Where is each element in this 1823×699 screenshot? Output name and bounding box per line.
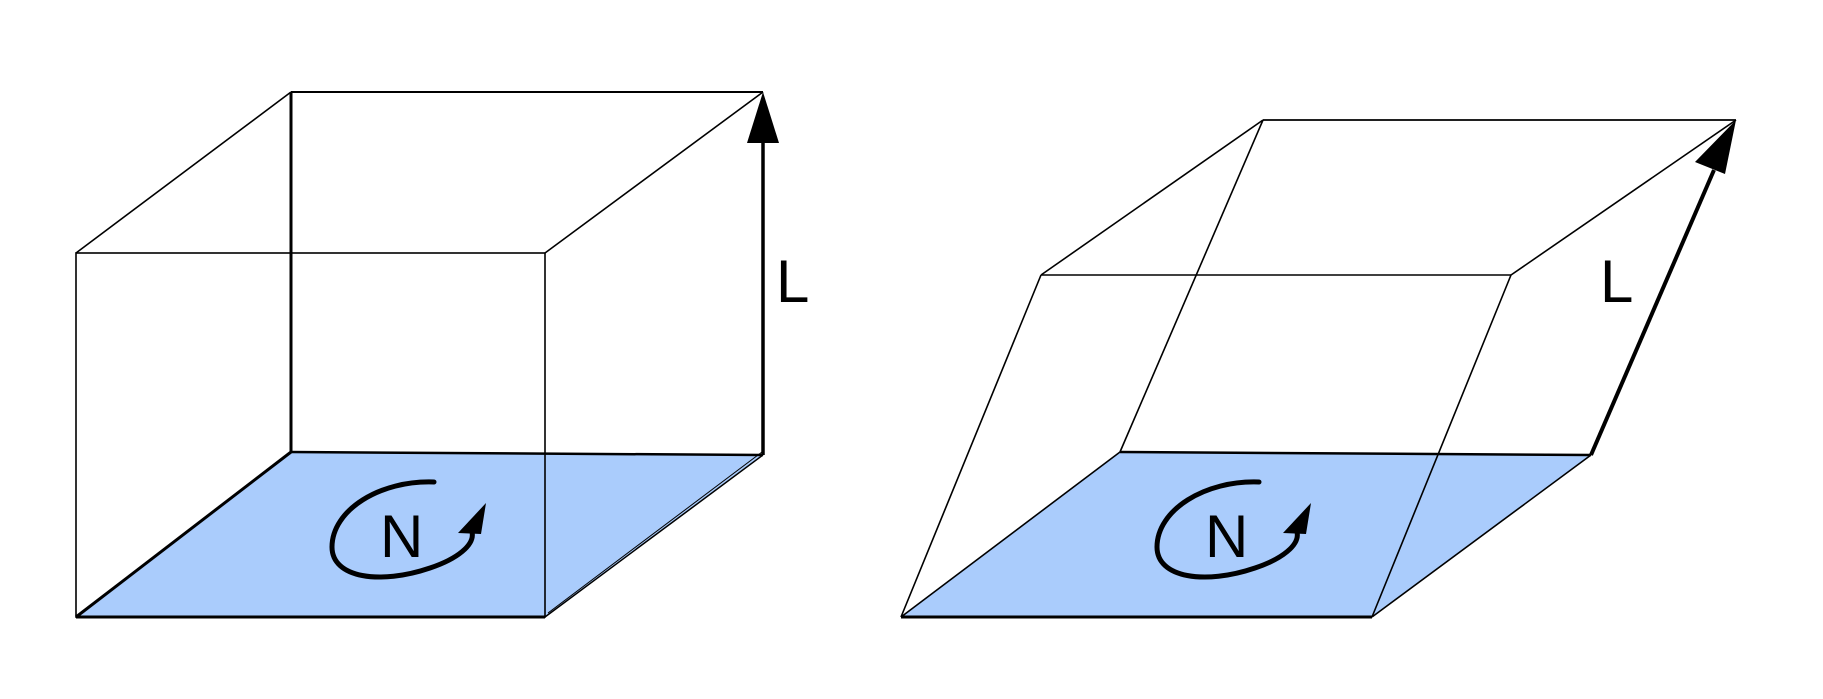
cube-circulation-arrowhead (458, 503, 486, 534)
cube-base-face (76, 452, 763, 617)
cube-height-arrowhead (747, 92, 779, 143)
prism-circulation-arrowhead (1283, 503, 1311, 534)
prism-top-right-edge (1510, 119, 1737, 276)
prism-base-right-edge (1371, 454, 1592, 618)
prism-front-right-edge (1371, 274, 1512, 618)
cube-top-left-edge (75, 91, 292, 254)
prism-front-left-edge (900, 274, 1042, 618)
prism-back-left-edge (1119, 119, 1264, 453)
cube-panel: L N (75, 91, 809, 619)
cube-circulation-label: N (380, 503, 423, 570)
cube-top-right-edge (544, 91, 764, 254)
prism-top-left-edge (1040, 119, 1264, 276)
cube-base-right-edge-inner (547, 451, 763, 614)
prism-height-arrow-shaft (1589, 169, 1716, 456)
cube-circulation-loop (329, 479, 475, 580)
cube-base-back-edge (290, 450, 764, 457)
prism-base-left-edge (900, 451, 1121, 618)
prism-base-back-edge (1119, 450, 1592, 457)
prism-height-label: L (1600, 248, 1633, 315)
prism-circulation-loop (1154, 479, 1300, 580)
prism-panel: L N (900, 119, 1737, 619)
prism-base-face (901, 452, 1591, 617)
cube-base-right-edge (544, 454, 764, 618)
prism-height-arrowhead (1695, 120, 1736, 174)
cube-height-label: L (776, 248, 809, 315)
prism-circulation-label: N (1205, 503, 1248, 570)
cube-base-left-edge (75, 450, 292, 619)
